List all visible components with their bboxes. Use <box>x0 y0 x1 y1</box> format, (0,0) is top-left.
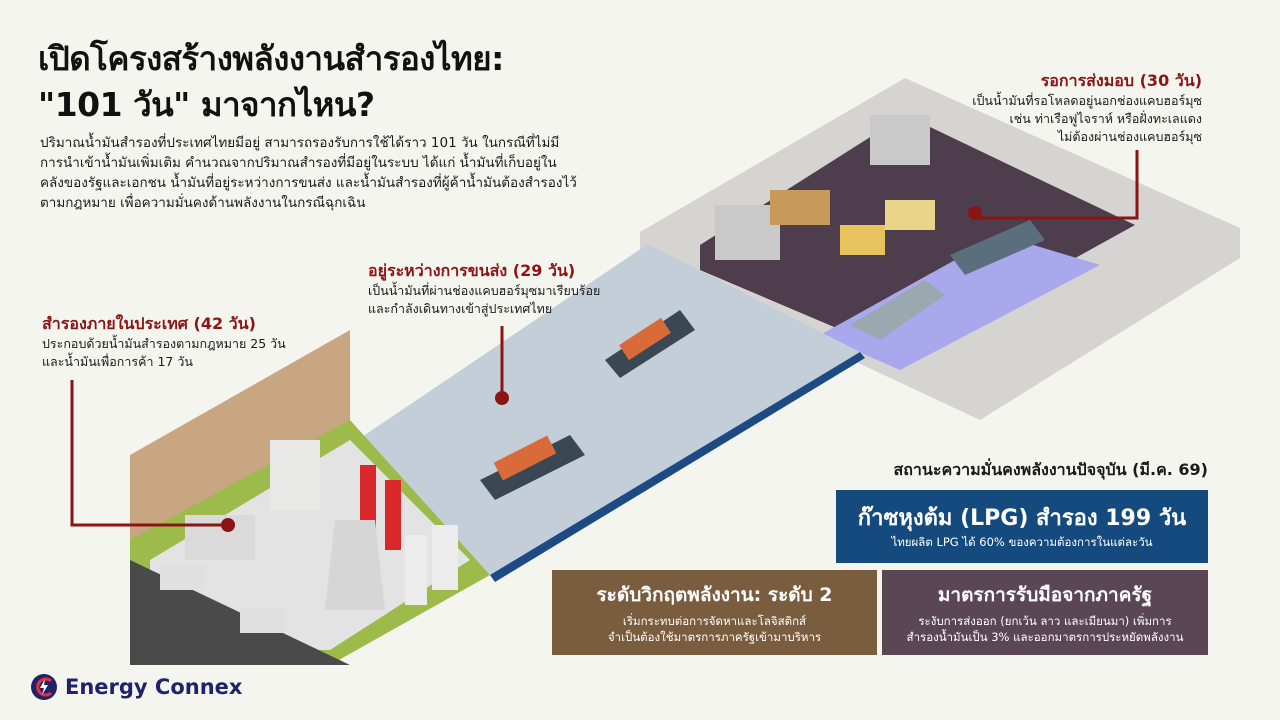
dock-strip <box>820 235 1100 370</box>
building <box>185 515 255 560</box>
marker-transit <box>495 391 509 405</box>
chimney <box>385 480 401 550</box>
lpg-status-box: ก๊าซหุงต้ม (LPG) สำรอง 199 วัน ไทยผลิต L… <box>836 490 1208 563</box>
marker-awaiting <box>968 206 982 220</box>
containers <box>885 200 935 230</box>
ship <box>850 280 945 340</box>
containers <box>840 225 885 255</box>
brand-logo: Energy Connex <box>30 673 242 701</box>
crisis-desc: จำเป็นต้องใช้มาตรการภาครัฐเข้ามาบริหาร <box>607 629 822 644</box>
lightning-logo-icon <box>31 674 57 700</box>
annotation-title: อยู่ระหว่างการขนส่ง (29 วัน) <box>368 261 576 280</box>
tanker-ship <box>605 310 695 378</box>
lpg-desc: ไทยผลิต LPG ได้ 60% ของความต้องการในแต่ล… <box>891 534 1153 549</box>
port-yard <box>700 115 1135 355</box>
truck <box>240 608 285 633</box>
annotation-text: ไม่ต้องผ่านช่องแคบฮอร์มุซ <box>1057 129 1202 144</box>
wall <box>130 330 350 560</box>
gov-desc: สำรองน้ำมันเป็น 3% และออกมาตรการประหยัดพ… <box>906 629 1184 644</box>
annotation-in-transit: อยู่ระหว่างการขนส่ง (29 วัน) เป็นน้ำมันท… <box>368 260 600 318</box>
brand-name: Energy Connex <box>65 675 243 699</box>
warehouse <box>715 205 780 260</box>
gov-desc: ระงับการส่งออก (ยกเว้น ลาว และเมียนมา) เ… <box>918 613 1172 628</box>
annotation-text: เป็นน้ำมันที่รอโหลดอยู่นอกช่องแคบฮอร์มุซ <box>972 93 1202 108</box>
lpg-title: ก๊าซหุงต้ม (LPG) สำรอง 199 วัน <box>857 505 1187 531</box>
annotation-text: และน้ำมันเพื่อการค้า 17 วัน <box>42 354 193 369</box>
annotation-text: เช่น ท่าเรือฟูไจราห์ หรือฝั่งทะเลแดง <box>1009 111 1203 126</box>
connector-awaiting <box>975 150 1139 220</box>
annotation-awaiting: รอการส่งมอบ (30 วัน) เป็นน้ำมันที่รอโหลด… <box>972 70 1202 146</box>
status-title: สถานะความมั่นคงพลังงานปัจจุบัน (มี.ค. 69… <box>893 460 1208 479</box>
intro-paragraph: ปริมาณน้ำมันสำรองที่ประเทศไทยมีอยู่ สามา… <box>40 135 577 211</box>
crisis-level-box: ระดับวิกฤตพลังงาน: ระดับ 2 เริ่มกระทบต่อ… <box>552 570 877 655</box>
truck <box>160 565 205 590</box>
building <box>270 440 320 510</box>
river-edge <box>490 352 865 582</box>
marker-domestic <box>221 518 235 532</box>
annotation-title: รอการส่งมอบ (30 วัน) <box>1040 71 1202 90</box>
title-line-1: เปิดโครงสร้างพลังงานสำรองไทย: <box>38 39 504 78</box>
connector-domestic <box>70 380 228 527</box>
tank <box>432 525 458 590</box>
cooling-tower <box>325 520 385 610</box>
annotation-text: และกำลังเดินทางเข้าสู่ประเทศไทย <box>368 301 553 316</box>
chimney <box>360 465 376 535</box>
containers <box>770 190 830 225</box>
ship <box>950 220 1045 275</box>
gov-title: มาตรการรับมือจากภาครัฐ <box>937 583 1153 606</box>
annotation-title: สำรองภายในประเทศ (42 วัน) <box>42 314 256 333</box>
gov-measures-box: มาตรการรับมือจากภาครัฐ ระงับการส่งออก (ย… <box>882 570 1208 655</box>
river <box>350 244 860 575</box>
annotation-text: เป็นน้ำมันที่ผ่านช่องแคบฮอร์มุซมาเรียบร้… <box>368 283 601 298</box>
tank <box>405 535 427 605</box>
annotation-text: ประกอบด้วยน้ำมันสำรองตามกฎหมาย 25 วัน <box>42 336 286 351</box>
warehouse <box>870 115 930 165</box>
crisis-title: ระดับวิกฤตพลังงาน: ระดับ 2 <box>596 583 833 606</box>
crisis-desc: เริ่มกระทบต่อการจัดหาและโลจิสติกส์ <box>622 613 807 628</box>
annotation-domestic: สำรองภายในประเทศ (42 วัน) ประกอบด้วยน้ำม… <box>42 313 286 371</box>
title-line-2: "101 วัน" มาจากไหน? <box>38 85 375 124</box>
page-title: เปิดโครงสร้างพลังงานสำรองไทย: "101 วัน" … <box>38 36 504 128</box>
tanker-ship <box>480 435 585 500</box>
